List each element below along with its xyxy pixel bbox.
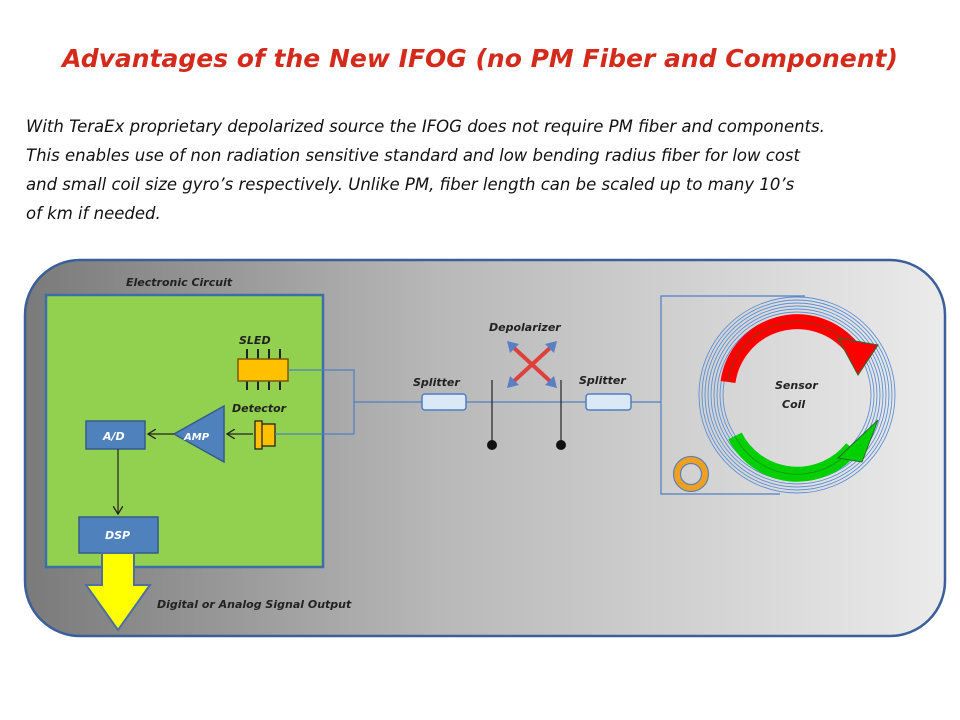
body-line: With TeraEx proprietary depolarized sour… [26, 117, 825, 136]
splitter-left [421, 393, 467, 411]
body-line: of km if needed. [26, 204, 161, 223]
detector-icon [254, 420, 276, 450]
sensor-coil-label-line2: Coil [782, 398, 805, 411]
amp-label: AMP [183, 432, 210, 443]
sensor-coil-label-line1: Sensor [775, 379, 818, 392]
splitter-right [585, 393, 632, 411]
ad-label: A/D [102, 430, 125, 443]
green-rotation-arrow-icon [728, 419, 879, 482]
body-line: and small coil size gyro’s respectively.… [26, 175, 795, 194]
red-rotation-arrow-icon [720, 314, 879, 384]
depolarizer-leads [491, 380, 562, 443]
depolarizer-x-icon [507, 341, 557, 388]
dsp-label: DSP [105, 529, 130, 542]
detector-label: Detector [232, 402, 287, 415]
ring-icon [672, 455, 710, 493]
body-line: This enables use of non radiation sensit… [26, 146, 800, 165]
splitter-left-label: Splitter [413, 376, 460, 389]
output-arrow [84, 552, 152, 632]
sled-label: SLED [239, 334, 271, 347]
fiber-lines [275, 295, 805, 495]
electronic-circuit-label: Electronic Circuit [126, 276, 233, 289]
ad-block [85, 420, 146, 450]
amp-block [172, 404, 225, 464]
depolarizer-label: Depolarizer [489, 321, 561, 334]
dsp-block [78, 516, 159, 554]
slide-body-text: With TeraEx proprietary depolarized sour… [26, 112, 936, 228]
output-label: Digital or Analog Signal Output [157, 598, 352, 611]
fiber-end-left [487, 440, 497, 450]
slide-title: Advantages of the New IFOG (no PM Fiber … [62, 44, 898, 73]
sled-chip [237, 349, 289, 390]
splitter-right-label: Splitter [579, 374, 626, 387]
fiber-end-right [556, 440, 566, 450]
